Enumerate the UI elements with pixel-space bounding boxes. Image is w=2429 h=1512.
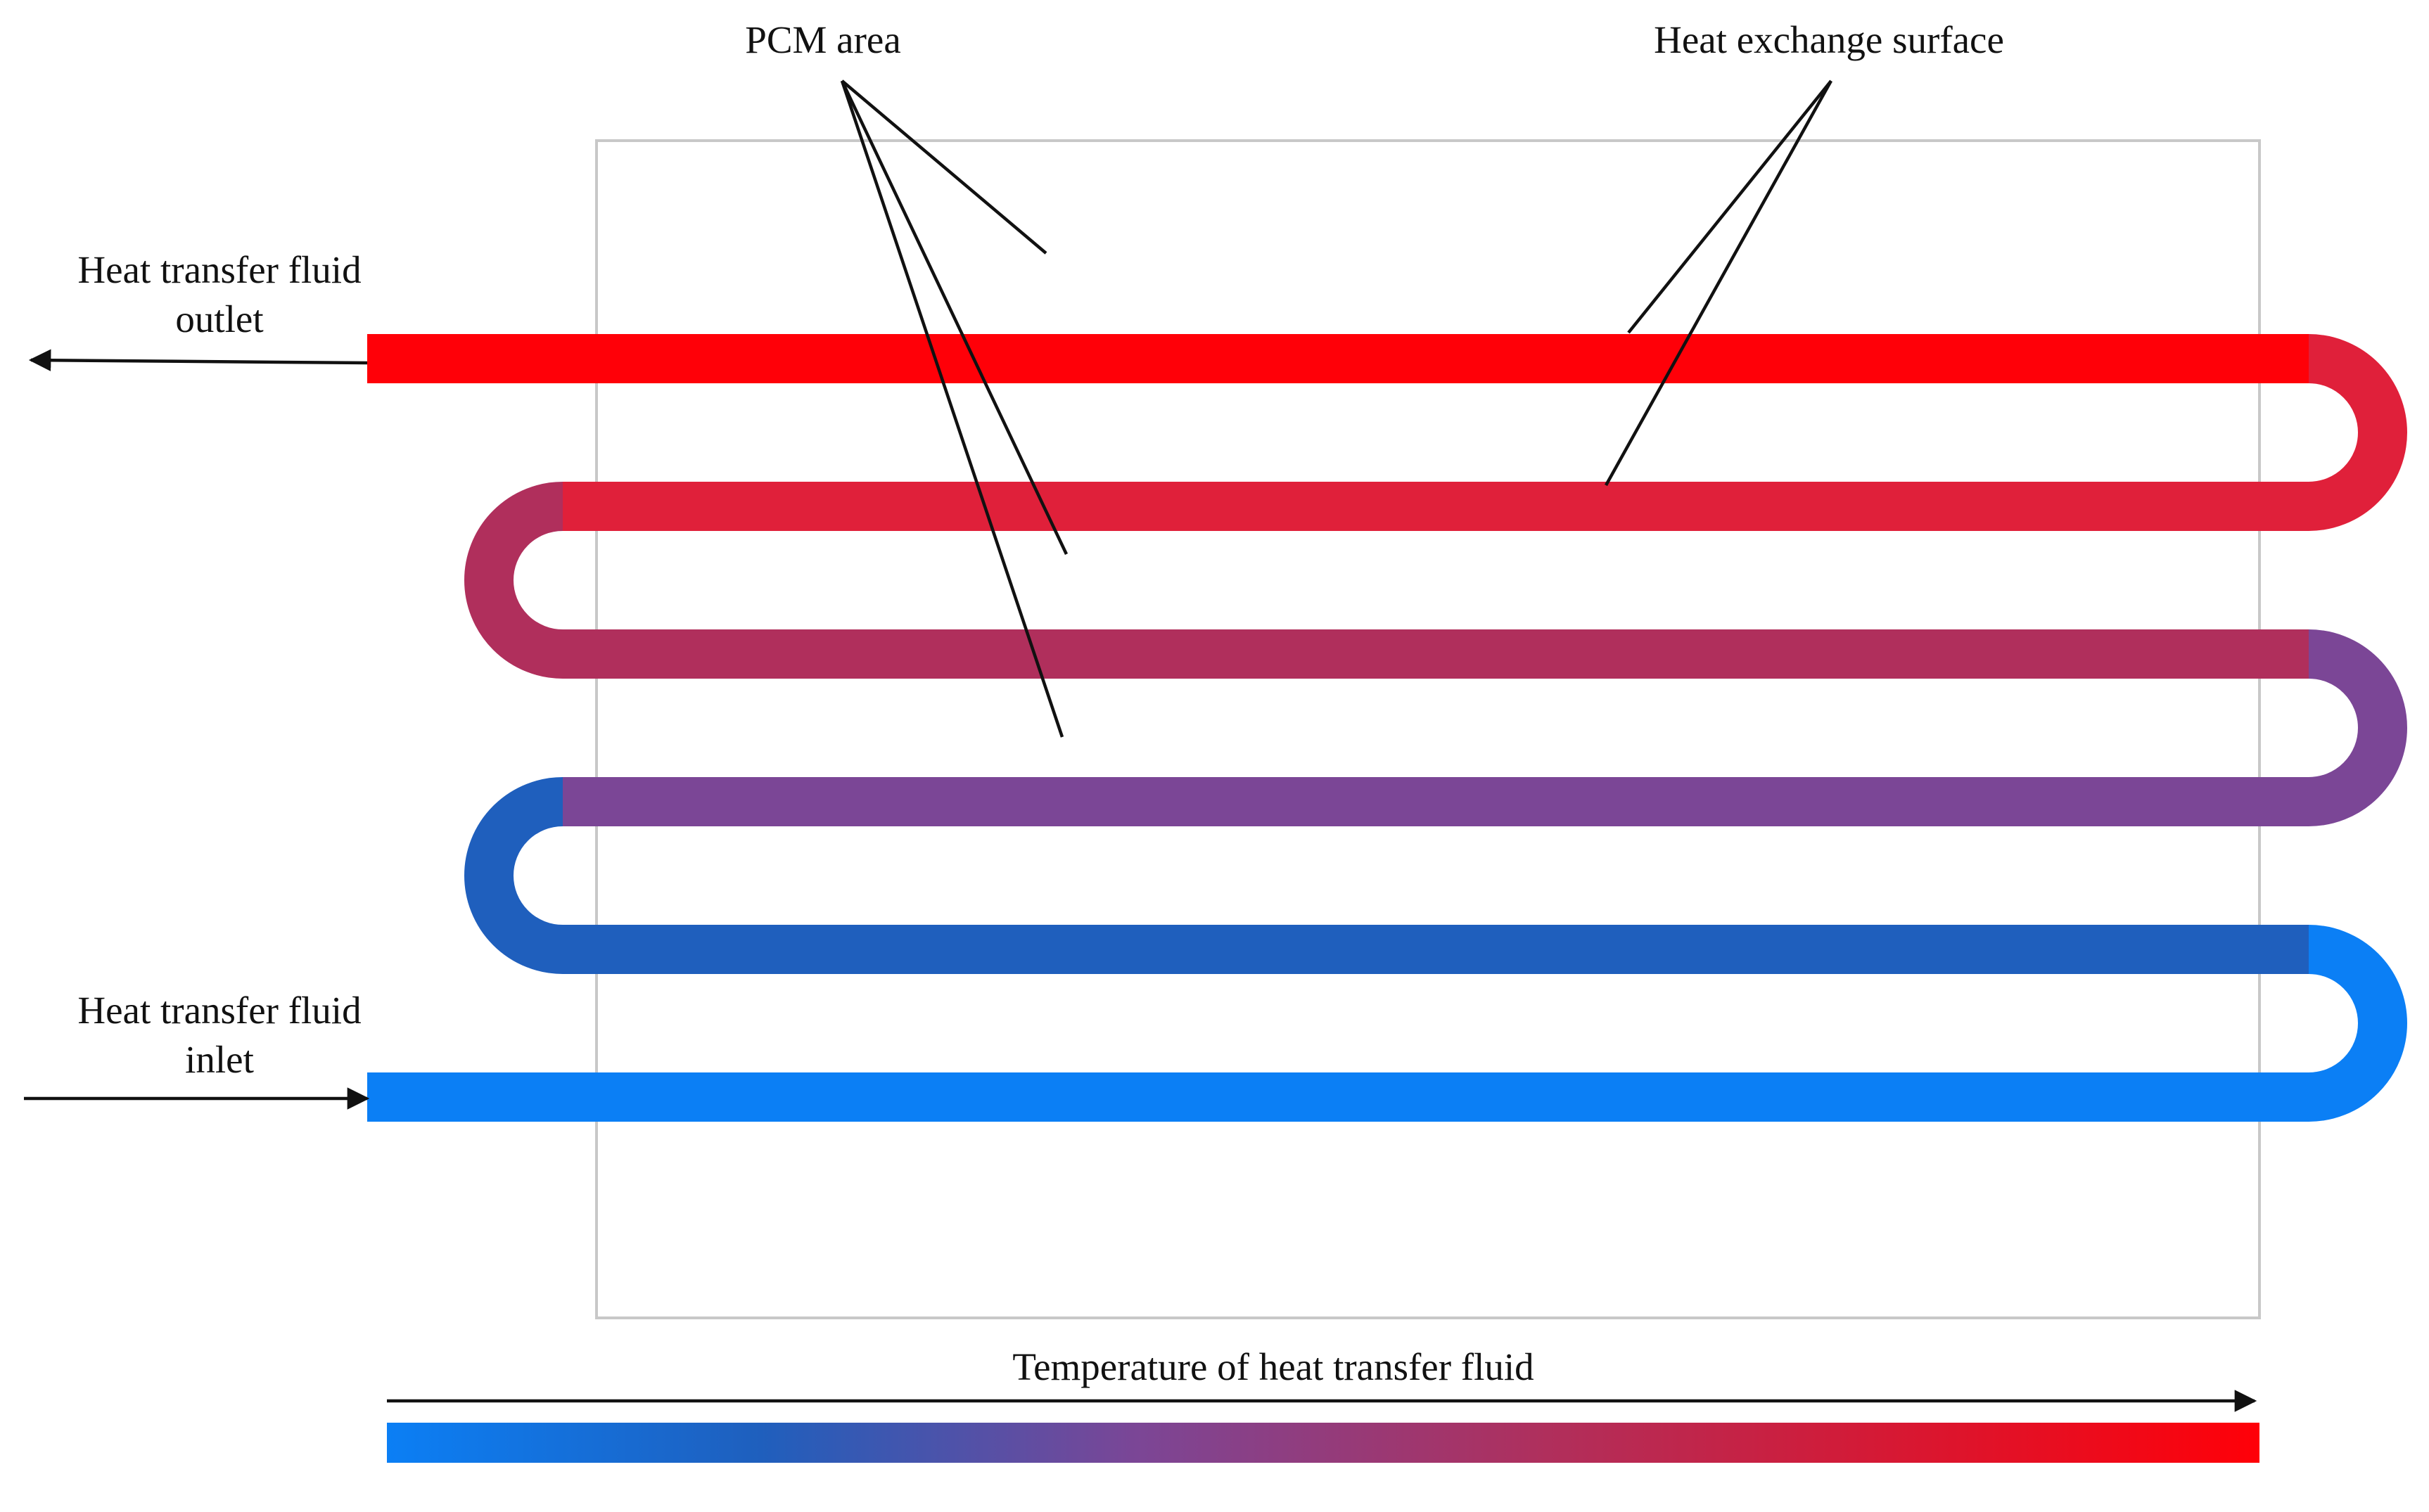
heat-exchange-surface-label: Heat exchange surface	[1654, 18, 2004, 61]
pipe-segment-inlet	[367, 925, 2407, 1122]
temperature-axis-label: Temperature of heat transfer fluid	[1012, 1345, 1534, 1388]
pipe-segment-5	[563, 334, 2407, 531]
pcm-container	[595, 139, 2261, 1319]
outlet-label-line2: outlet	[175, 297, 263, 340]
outlet-arrow	[28, 349, 368, 371]
heat-exchange-surface-leaders	[1605, 79, 1832, 487]
inlet-label-line1: Heat transfer fluid	[77, 989, 361, 1032]
pipe-segment-3	[563, 629, 2407, 826]
pipe-segment-2	[464, 777, 2309, 974]
serpentine-pipe	[367, 334, 2407, 1122]
pipe-segment-4	[464, 482, 2309, 679]
pcm-area-label: PCM area	[745, 18, 900, 61]
pcm-area-leaders	[840, 79, 1069, 738]
temperature-color-scale	[387, 1423, 2259, 1463]
outlet-label-line1: Heat transfer fluid	[77, 248, 361, 291]
inlet-label-line2: inlet	[185, 1038, 254, 1081]
